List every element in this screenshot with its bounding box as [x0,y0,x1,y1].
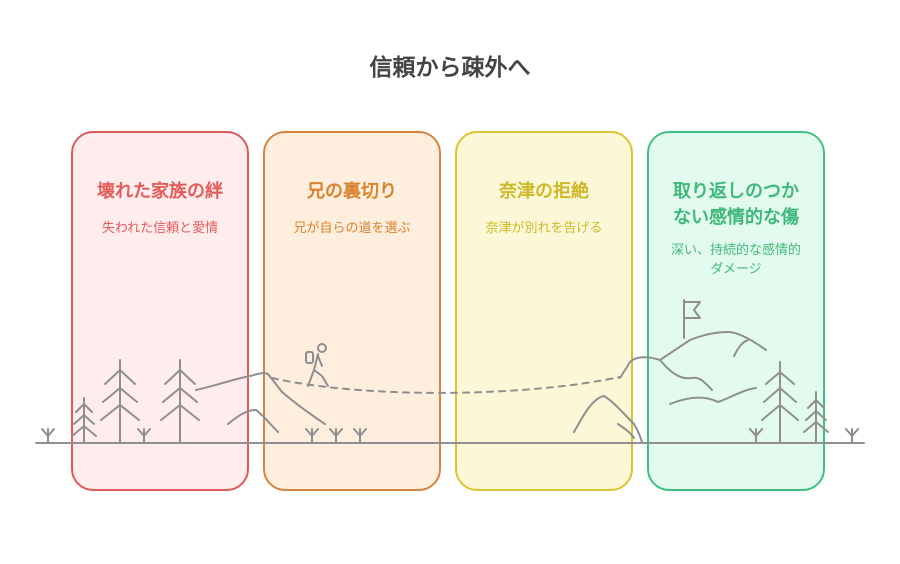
card-title-line2: ない感情的な傷 [673,207,799,228]
mountain-icon [617,423,635,439]
card-subtitle-line1: 深い、持続的な感情的 [670,243,801,258]
pine-tree-icon [100,359,140,444]
pine-tree-icon [761,361,799,444]
mountain-icon [195,372,326,425]
card-broken-family-bond: 壊れた家族の絆 失われた信頼と愛情 [71,131,249,491]
mountain-icon [619,331,767,379]
dashed-trail [271,376,621,394]
mountain-icon [733,339,749,357]
card-subtitle: 失われた信頼と愛情 [101,221,219,236]
card-brother-betrayal: 兄の裏切り 兄が自らの道を選ぶ [263,131,441,491]
grass-icon [41,428,859,444]
card-subtitle-line2: ダメージ [710,262,762,277]
pine-tree-icon [71,397,97,444]
pine-tree-icon [803,391,829,444]
mountain-icon [573,395,643,443]
card-subtitle: 兄が自らの道を選ぶ [293,221,411,236]
card-irreparable-emotional-wound: 取り返しのつか ない感情的な傷 深い、持続的な感情的 ダメージ [647,131,825,491]
card-title: 兄の裏切り [307,181,397,202]
flag-icon [683,299,701,339]
card-subtitle: 奈津が別れを告げる [485,221,603,236]
pine-tree-icon [160,359,200,444]
card-natsu-rejection: 奈津の拒絶 奈津が別れを告げる [455,131,633,491]
diagram-title: 信頼から疎外へ [369,55,531,81]
card-title: 壊れた家族の絆 [97,181,223,202]
mountain-icon [669,387,757,405]
mountain-icon [227,409,279,433]
mountain-icon [659,359,713,391]
card-title-line1: 取り返しのつか [673,181,799,202]
card-title: 奈津の拒絶 [499,181,589,202]
hiker-icon [305,343,329,387]
